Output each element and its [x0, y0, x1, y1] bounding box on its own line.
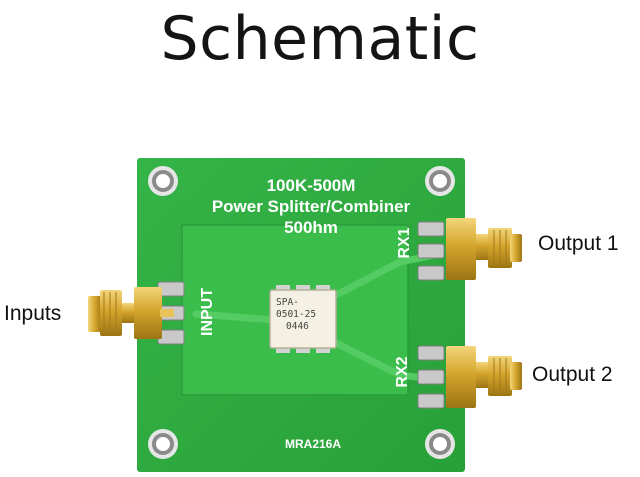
mounting-hole-bottom-right	[425, 429, 455, 459]
inputs-callout: Inputs	[4, 302, 62, 325]
input-pads	[157, 281, 185, 345]
output2-callout: Output 2	[532, 363, 613, 386]
rx1-pads	[417, 221, 445, 281]
mounting-hole-top-right	[425, 166, 455, 196]
rx2-pads	[417, 345, 445, 409]
board-model-number: MRA216A	[284, 437, 341, 451]
chip-marking-line2: 0501-25	[276, 309, 317, 320]
mounting-hole-bottom-left	[148, 429, 178, 459]
splitter-chip-package	[269, 285, 337, 353]
board-title-function: Power Splitter/Combiner	[211, 197, 411, 216]
chip-marking-line1: SPA-	[276, 297, 299, 308]
sma-connector-output2	[446, 346, 522, 408]
rx1-port-label: RX1	[396, 227, 413, 259]
board-title-frequency: 100K-500M	[266, 176, 356, 195]
board-title-impedance: 500hm	[284, 218, 338, 237]
output1-callout: Output 1	[538, 232, 619, 255]
page-title: Schematic	[160, 4, 480, 74]
mounting-hole-top-left	[148, 166, 178, 196]
rx2-port-label: RX2	[394, 356, 411, 388]
input-port-label: INPUT	[199, 288, 216, 336]
sma-connector-output1	[446, 218, 522, 280]
chip-marking-line3: 0446	[286, 321, 309, 332]
sma-connector-input	[88, 287, 174, 339]
